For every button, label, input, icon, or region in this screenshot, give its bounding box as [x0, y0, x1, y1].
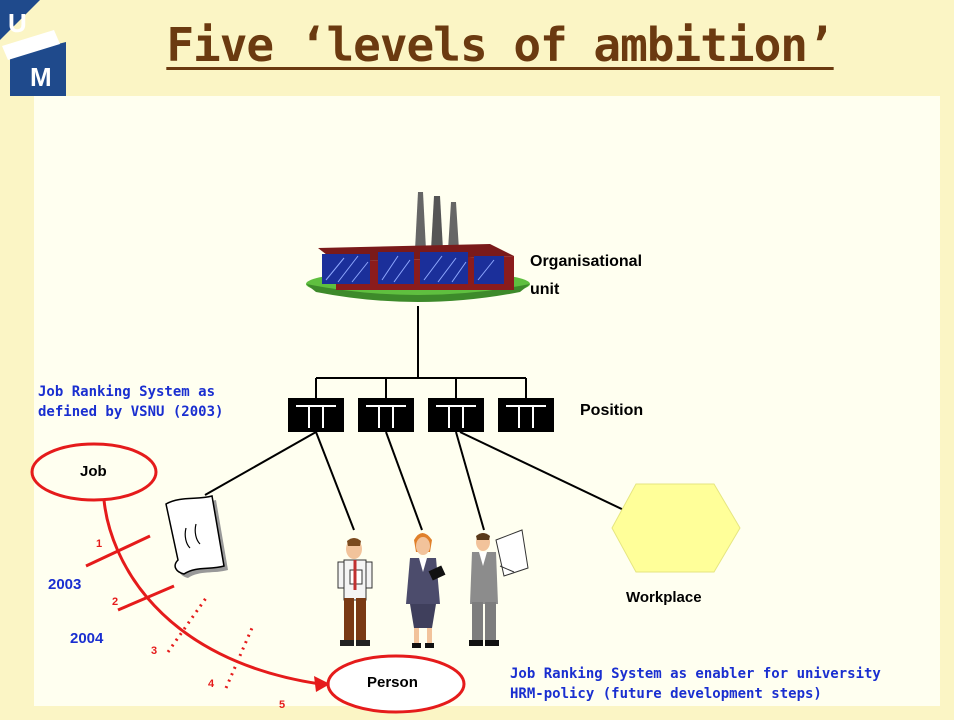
um-logo: U M	[0, 0, 66, 96]
step-5-label: 5	[279, 699, 286, 711]
tick-2003	[85, 534, 151, 568]
vsnu-note-line2: defined by VSNU (2003)	[38, 404, 224, 420]
vsnu-note-line1: Job Ranking System as	[38, 384, 216, 400]
slide-title: Five ‘levels of ambition’	[166, 18, 834, 72]
org-unit-label-line1: Organisational	[530, 253, 643, 270]
enabler-note-line1: Job Ranking System as enabler for univer…	[510, 666, 881, 682]
workplace-label: Workplace	[626, 589, 702, 606]
step-3-label: 3	[151, 645, 158, 657]
step-2-label: 2	[112, 596, 119, 608]
enabler-note-line2: HRM-policy (future development steps)	[510, 686, 822, 702]
job-ellipse	[30, 442, 158, 502]
org-unit-label: Organisational unit	[530, 248, 642, 304]
tick-2004	[117, 584, 175, 612]
logo-letter-u: U	[8, 8, 27, 38]
enabler-note: Job Ranking System as enabler for univer…	[510, 664, 881, 704]
position-label: Position	[580, 402, 644, 419]
factory-icon	[306, 192, 530, 302]
step-4-label: 4	[208, 678, 215, 690]
step-1-label: 1	[96, 538, 103, 550]
man-holding-papers-icon	[337, 538, 373, 646]
person-label: Person	[367, 674, 418, 691]
hexagon-icon	[611, 483, 741, 573]
year-2004-label: 2004	[70, 630, 104, 647]
vsnu-note: Job Ranking System as defined by VSNU (2…	[38, 382, 223, 422]
org-position-box-icons	[288, 398, 554, 432]
arrow-head-icon	[314, 676, 330, 692]
logo-letter-m: M	[30, 62, 52, 92]
progression-arrow	[102, 499, 321, 686]
scroll-document-icon	[165, 495, 228, 578]
org-unit-label-line2: unit	[530, 281, 560, 298]
woman-with-folder-icon	[406, 533, 446, 648]
org-connectors	[204, 306, 629, 531]
job-label: Job	[80, 463, 107, 480]
man-with-clipboard-icon	[469, 529, 529, 646]
year-2003-label: 2003	[48, 576, 82, 593]
